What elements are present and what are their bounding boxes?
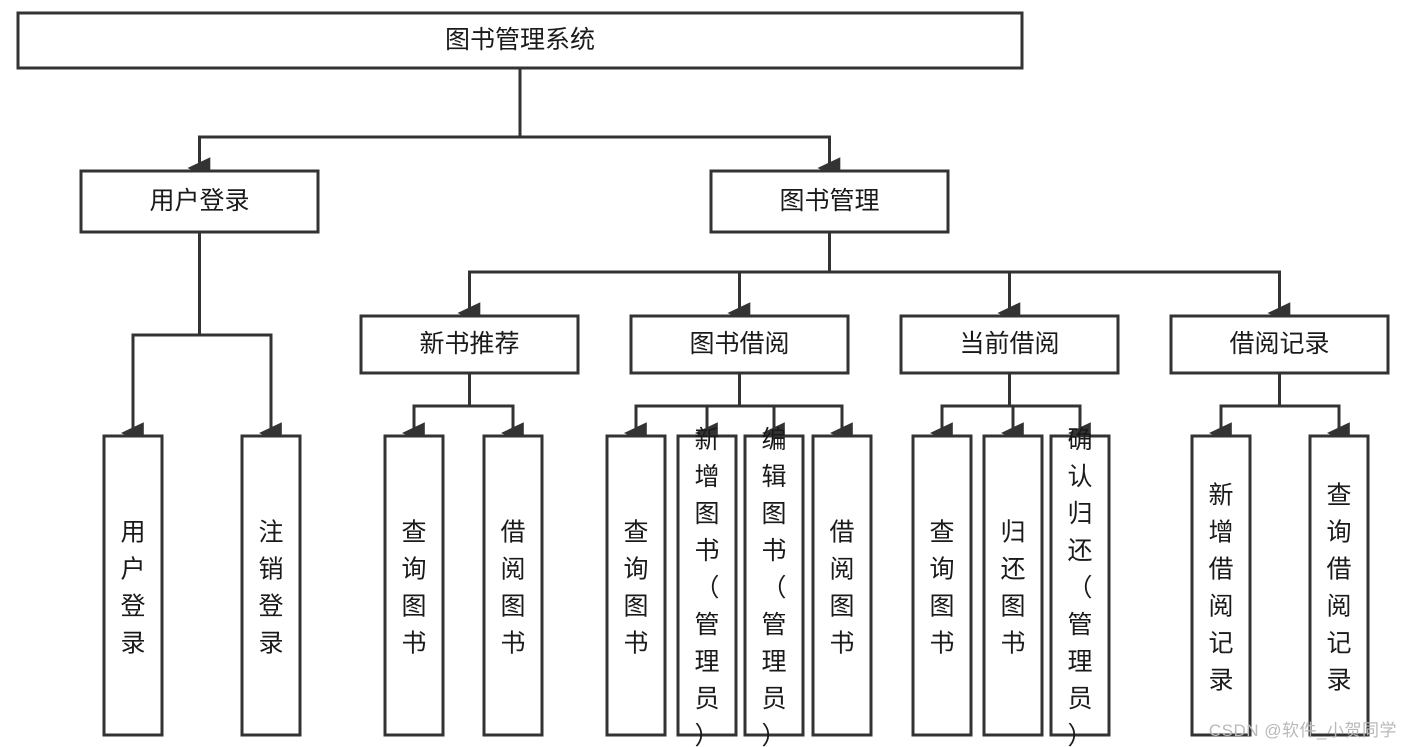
node-l3_query_book_b[interactable]: 查询图书	[605, 434, 667, 737]
node-l3_query_book_a[interactable]: 查询图书	[383, 434, 445, 737]
node-box[interactable]	[676, 434, 738, 737]
node-box[interactable]	[79, 169, 320, 234]
node-box[interactable]	[383, 434, 445, 737]
node-l3_borrow_book_b[interactable]: 借阅图书	[811, 434, 873, 737]
node-l2_current_borrow[interactable]: 当前借阅	[899, 314, 1120, 375]
node-l3_edit_book_admin[interactable]: 编辑图书（管理员）	[743, 426, 805, 747]
node-box[interactable]	[743, 434, 805, 737]
node-l3_return_book[interactable]: 归还图书	[982, 434, 1044, 737]
node-label: 图书管理系统	[445, 26, 595, 54]
node-l1_user_login[interactable]: 用户登录	[79, 169, 320, 234]
node-label: 查询图书	[401, 518, 426, 657]
node-box[interactable]	[482, 434, 544, 737]
node-box[interactable]	[16, 11, 1024, 70]
node-label: 查询图书	[929, 518, 954, 657]
node-l3_confirm_return[interactable]: 确认归还（管理员）	[1049, 426, 1111, 747]
node-l3_query_book_c[interactable]: 查询图书	[911, 434, 973, 737]
node-l3_borrow_book_a[interactable]: 借阅图书	[482, 434, 544, 737]
node-box[interactable]	[359, 314, 580, 375]
node-box[interactable]	[1308, 434, 1370, 737]
node-layer: 图书管理系统用户登录图书管理新书推荐图书借阅当前借阅借阅记录用户登录注销登录查询…	[16, 11, 1390, 747]
csdn-watermark: CSDN @软件_小贺同学	[1208, 721, 1397, 740]
node-box[interactable]	[1169, 314, 1390, 375]
node-l3_query_borrow_rec[interactable]: 查询借阅记录	[1308, 434, 1370, 737]
node-l2_new_book_rec[interactable]: 新书推荐	[359, 314, 580, 375]
node-l2_book_borrow[interactable]: 图书借阅	[629, 314, 850, 375]
node-label: 确认归还（管理员）	[1067, 426, 1092, 747]
node-box[interactable]	[1049, 434, 1111, 737]
node-label: 图书借阅	[689, 330, 789, 358]
node-label: 新增图书（管理员）	[694, 426, 719, 747]
connector-group-l2_book_borrow	[623, 371, 853, 444]
node-label: 用户登录	[120, 518, 145, 657]
node-box[interactable]	[605, 434, 667, 737]
node-box[interactable]	[899, 314, 1120, 375]
node-l2_borrow_record[interactable]: 借阅记录	[1169, 314, 1390, 375]
connector-layer	[120, 66, 1350, 444]
node-l3_user_login[interactable]: 用户登录	[102, 434, 164, 737]
connector-group-l2_current_borrow	[929, 371, 1091, 444]
node-label: 查询借阅记录	[1326, 481, 1351, 694]
node-label: 图书管理	[779, 187, 879, 215]
node-l3_add_book_admin[interactable]: 新增图书（管理员）	[676, 426, 738, 747]
node-label: 借阅图书	[829, 518, 854, 657]
node-l1_book_manage[interactable]: 图书管理	[709, 169, 950, 234]
node-box[interactable]	[629, 314, 850, 375]
node-label: 查询图书	[623, 518, 648, 657]
node-box[interactable]	[982, 434, 1044, 737]
node-label: 借阅记录	[1229, 330, 1329, 358]
node-box[interactable]	[709, 169, 950, 234]
node-l3_add_borrow_rec[interactable]: 新增借阅记录	[1190, 434, 1252, 737]
node-label: 新增借阅记录	[1208, 481, 1233, 694]
node-label: 借阅图书	[500, 518, 525, 657]
connector-group-root	[187, 66, 841, 179]
node-box[interactable]	[1190, 434, 1252, 737]
node-label: 注销登录	[258, 518, 283, 657]
node-l3_logout_login[interactable]: 注销登录	[240, 434, 302, 737]
node-box[interactable]	[911, 434, 973, 737]
node-label: 新书推荐	[419, 330, 519, 358]
connector-group-l1_user_login	[120, 230, 282, 444]
connector-group-l2_borrow_record	[1208, 371, 1350, 444]
node-box[interactable]	[240, 434, 302, 737]
node-box[interactable]	[811, 434, 873, 737]
connector-group-l2_new_book_rec	[401, 371, 524, 444]
node-root[interactable]: 图书管理系统	[16, 11, 1024, 70]
node-box[interactable]	[102, 434, 164, 737]
node-label: 归还图书	[1000, 518, 1025, 657]
node-label: 用户登录	[149, 187, 249, 215]
node-label: 编辑图书（管理员）	[761, 426, 786, 747]
connector-group-l1_book_manage	[457, 230, 1291, 324]
node-label: 当前借阅	[959, 330, 1059, 358]
